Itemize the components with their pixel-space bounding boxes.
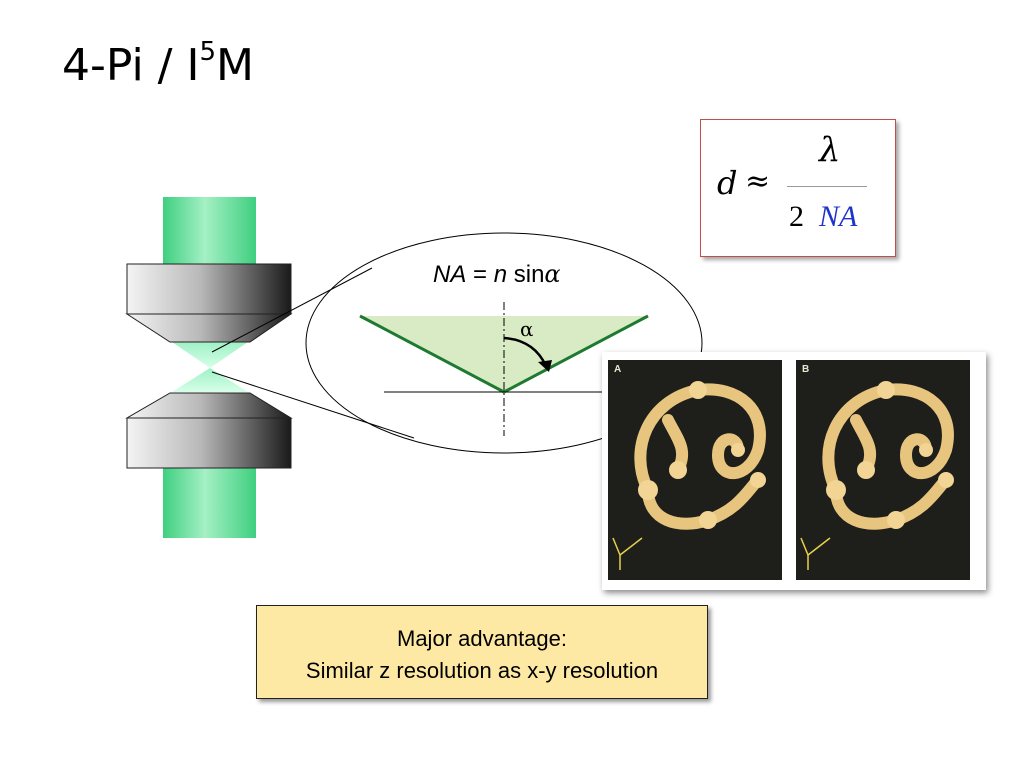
formula-lambda: λ xyxy=(819,130,841,170)
advantage-callout: Major advantage: Similar z resolution as… xyxy=(256,605,708,699)
objective-lower xyxy=(125,392,293,469)
panel-a: A xyxy=(608,360,782,580)
callout-line-top xyxy=(211,267,373,353)
formula-d: d xyxy=(717,164,738,202)
formula-two: 2 xyxy=(789,200,804,233)
angle-alpha-label: α xyxy=(520,317,534,341)
resolution-formula-box: d ≈ λ 2 NA xyxy=(700,119,896,257)
formula-fraction-bar xyxy=(787,186,867,187)
focus-cone-bottom xyxy=(172,368,248,392)
title-superscript: 5 xyxy=(199,37,216,68)
structure-render-b xyxy=(800,381,954,570)
title-suffix: M xyxy=(215,40,254,91)
aperture-edge-right xyxy=(503,314,649,394)
zoom-ellipse xyxy=(305,232,703,454)
objective-upper xyxy=(125,263,293,343)
aperture-edge-left xyxy=(359,314,505,394)
numerical-aperture-equation: NA = n sinα xyxy=(433,260,561,289)
panel-b: B xyxy=(796,360,970,580)
advantage-text: Similar z resolution as x-y resolution xyxy=(305,658,659,683)
formula-na: NA xyxy=(819,200,858,233)
formula-approx: ≈ xyxy=(745,164,771,199)
beam-top xyxy=(163,197,256,267)
na-symbol: NA xyxy=(433,261,467,288)
page-title: 4-Pi / I5M xyxy=(62,37,254,91)
sin-label: sin xyxy=(507,261,545,288)
panel-a-label: A xyxy=(614,364,622,375)
n-symbol: n xyxy=(493,261,508,288)
reconstruction-images: A B xyxy=(602,352,986,590)
beam-bottom xyxy=(163,468,256,538)
structure-render-a xyxy=(612,381,766,570)
na-equals: = xyxy=(466,261,494,288)
alpha-symbol: α xyxy=(544,260,561,288)
title-main: 4-Pi / I xyxy=(62,40,200,91)
callout-line-bottom xyxy=(211,371,415,439)
panel-b-label: B xyxy=(802,364,810,375)
advantage-heading: Major advantage: xyxy=(397,626,567,651)
focus-cone-top xyxy=(172,342,248,368)
angle-arrow-head xyxy=(538,360,552,372)
